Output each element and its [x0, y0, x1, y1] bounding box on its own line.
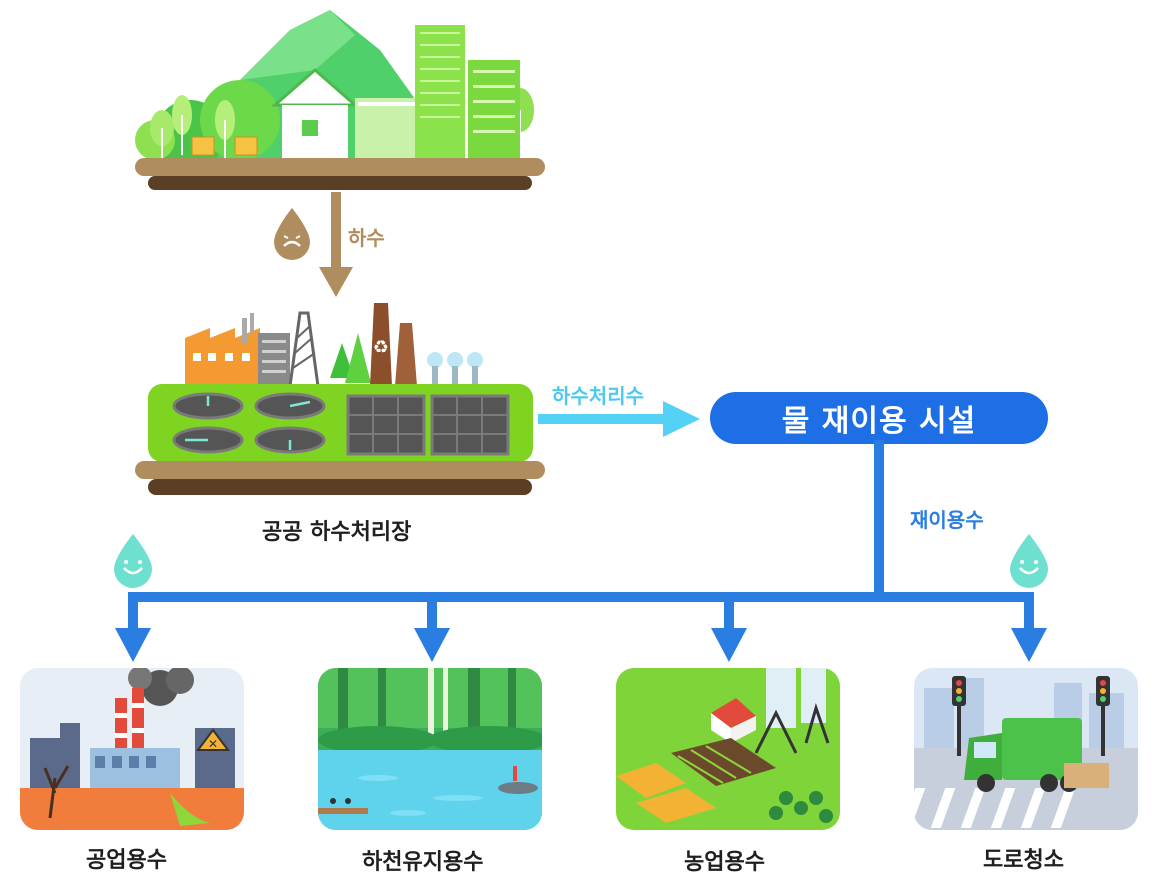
- use-label-agriculture: 농업용수: [684, 850, 765, 875]
- street-cleaning-card: [914, 668, 1138, 830]
- treatment-plant-illustration: ♻: [135, 303, 545, 495]
- water-reuse-facility: 물 재이용 시설: [710, 392, 1048, 444]
- reuse-distribution-pipes: [115, 440, 1047, 662]
- happy-water-drop-icon: [1010, 534, 1048, 588]
- industrial-use-card: ✕: [20, 668, 244, 830]
- happy-water-drop-icon: [114, 534, 152, 588]
- use-label-industrial: 공업용수: [86, 848, 167, 873]
- city-illustration: [135, 10, 545, 190]
- sad-water-drop-icon: [274, 208, 310, 260]
- svg-text:✕: ✕: [208, 737, 218, 751]
- sewage-flow-label: 하수: [348, 226, 385, 250]
- treated-water-label: 하수처리수: [552, 384, 644, 408]
- treated-water-arrow: [538, 401, 700, 437]
- river-maintenance-card: [318, 668, 542, 830]
- use-label-river: 하천유지용수: [362, 850, 484, 875]
- sewage-flow-arrow: [319, 192, 353, 297]
- svg-text:♻: ♻: [373, 337, 389, 358]
- plant-label: 공공 하수처리장: [262, 520, 412, 545]
- use-label-street: 도로청소: [983, 848, 1064, 873]
- agriculture-use-card: [616, 668, 840, 830]
- reused-water-label: 재이용수: [910, 508, 984, 532]
